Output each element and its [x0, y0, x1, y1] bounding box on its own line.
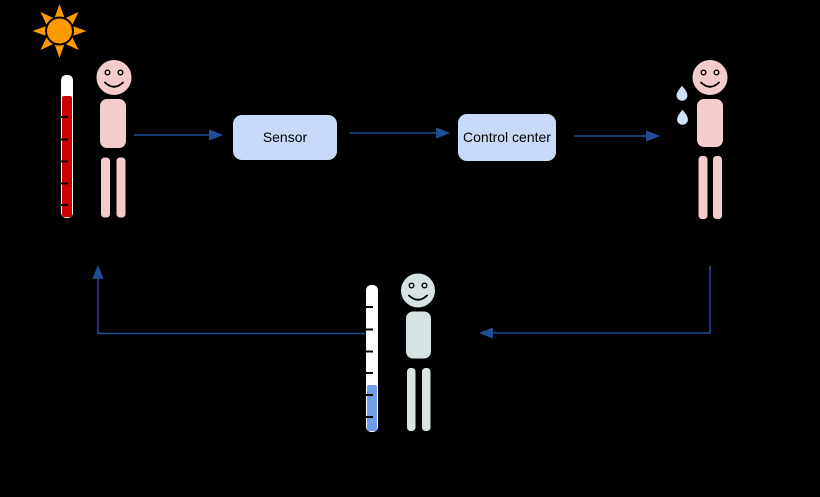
sensor-box-label: Sensor: [262, 128, 308, 145]
person-sweating-icon: [675, 58, 730, 221]
person-cool-leg: [420, 366, 433, 433]
person-sweating-leg: [696, 154, 710, 221]
person-cool-smile: [408, 294, 428, 301]
person-cool-leg: [405, 366, 418, 433]
person-sweating-eye: [713, 69, 720, 76]
control-center-box-label: Control center: [463, 128, 551, 145]
person-sweating-head: [690, 58, 730, 97]
person-hot-eye: [117, 69, 124, 76]
person-sweating-smile: [700, 81, 720, 88]
person-cool-head: [399, 271, 437, 310]
thermometer-high-icon: [59, 73, 75, 220]
person-hot-leg: [99, 155, 112, 220]
person-hot-icon: [94, 58, 134, 220]
person-hot-head: [94, 58, 134, 97]
sweat-drop-icon: [675, 107, 690, 127]
arrow-person-cool-to-person-hot: [92, 264, 365, 335]
sensor-box: Sensor: [232, 114, 338, 161]
person-sweating-eye: [700, 69, 707, 76]
person-hot-leg: [114, 155, 128, 220]
thermometer-low-icon: [364, 283, 380, 434]
person-hot-body: [98, 97, 128, 150]
sweat-drop-icon: [675, 83, 689, 103]
person-sweating-leg: [711, 154, 724, 221]
person-cool-eye: [408, 282, 415, 289]
person-hot-smile: [104, 81, 124, 88]
person-cool-icon: [399, 271, 437, 433]
person-cool-body: [404, 309, 433, 361]
person-cool-eye: [421, 282, 428, 289]
person-sweating-body: [695, 97, 725, 149]
sun-icon: [32, 4, 87, 58]
arrow-person-sweating-to-person-cool: [478, 266, 711, 339]
person-hot-eye: [104, 69, 111, 76]
control-center-box: Control center: [457, 113, 557, 162]
